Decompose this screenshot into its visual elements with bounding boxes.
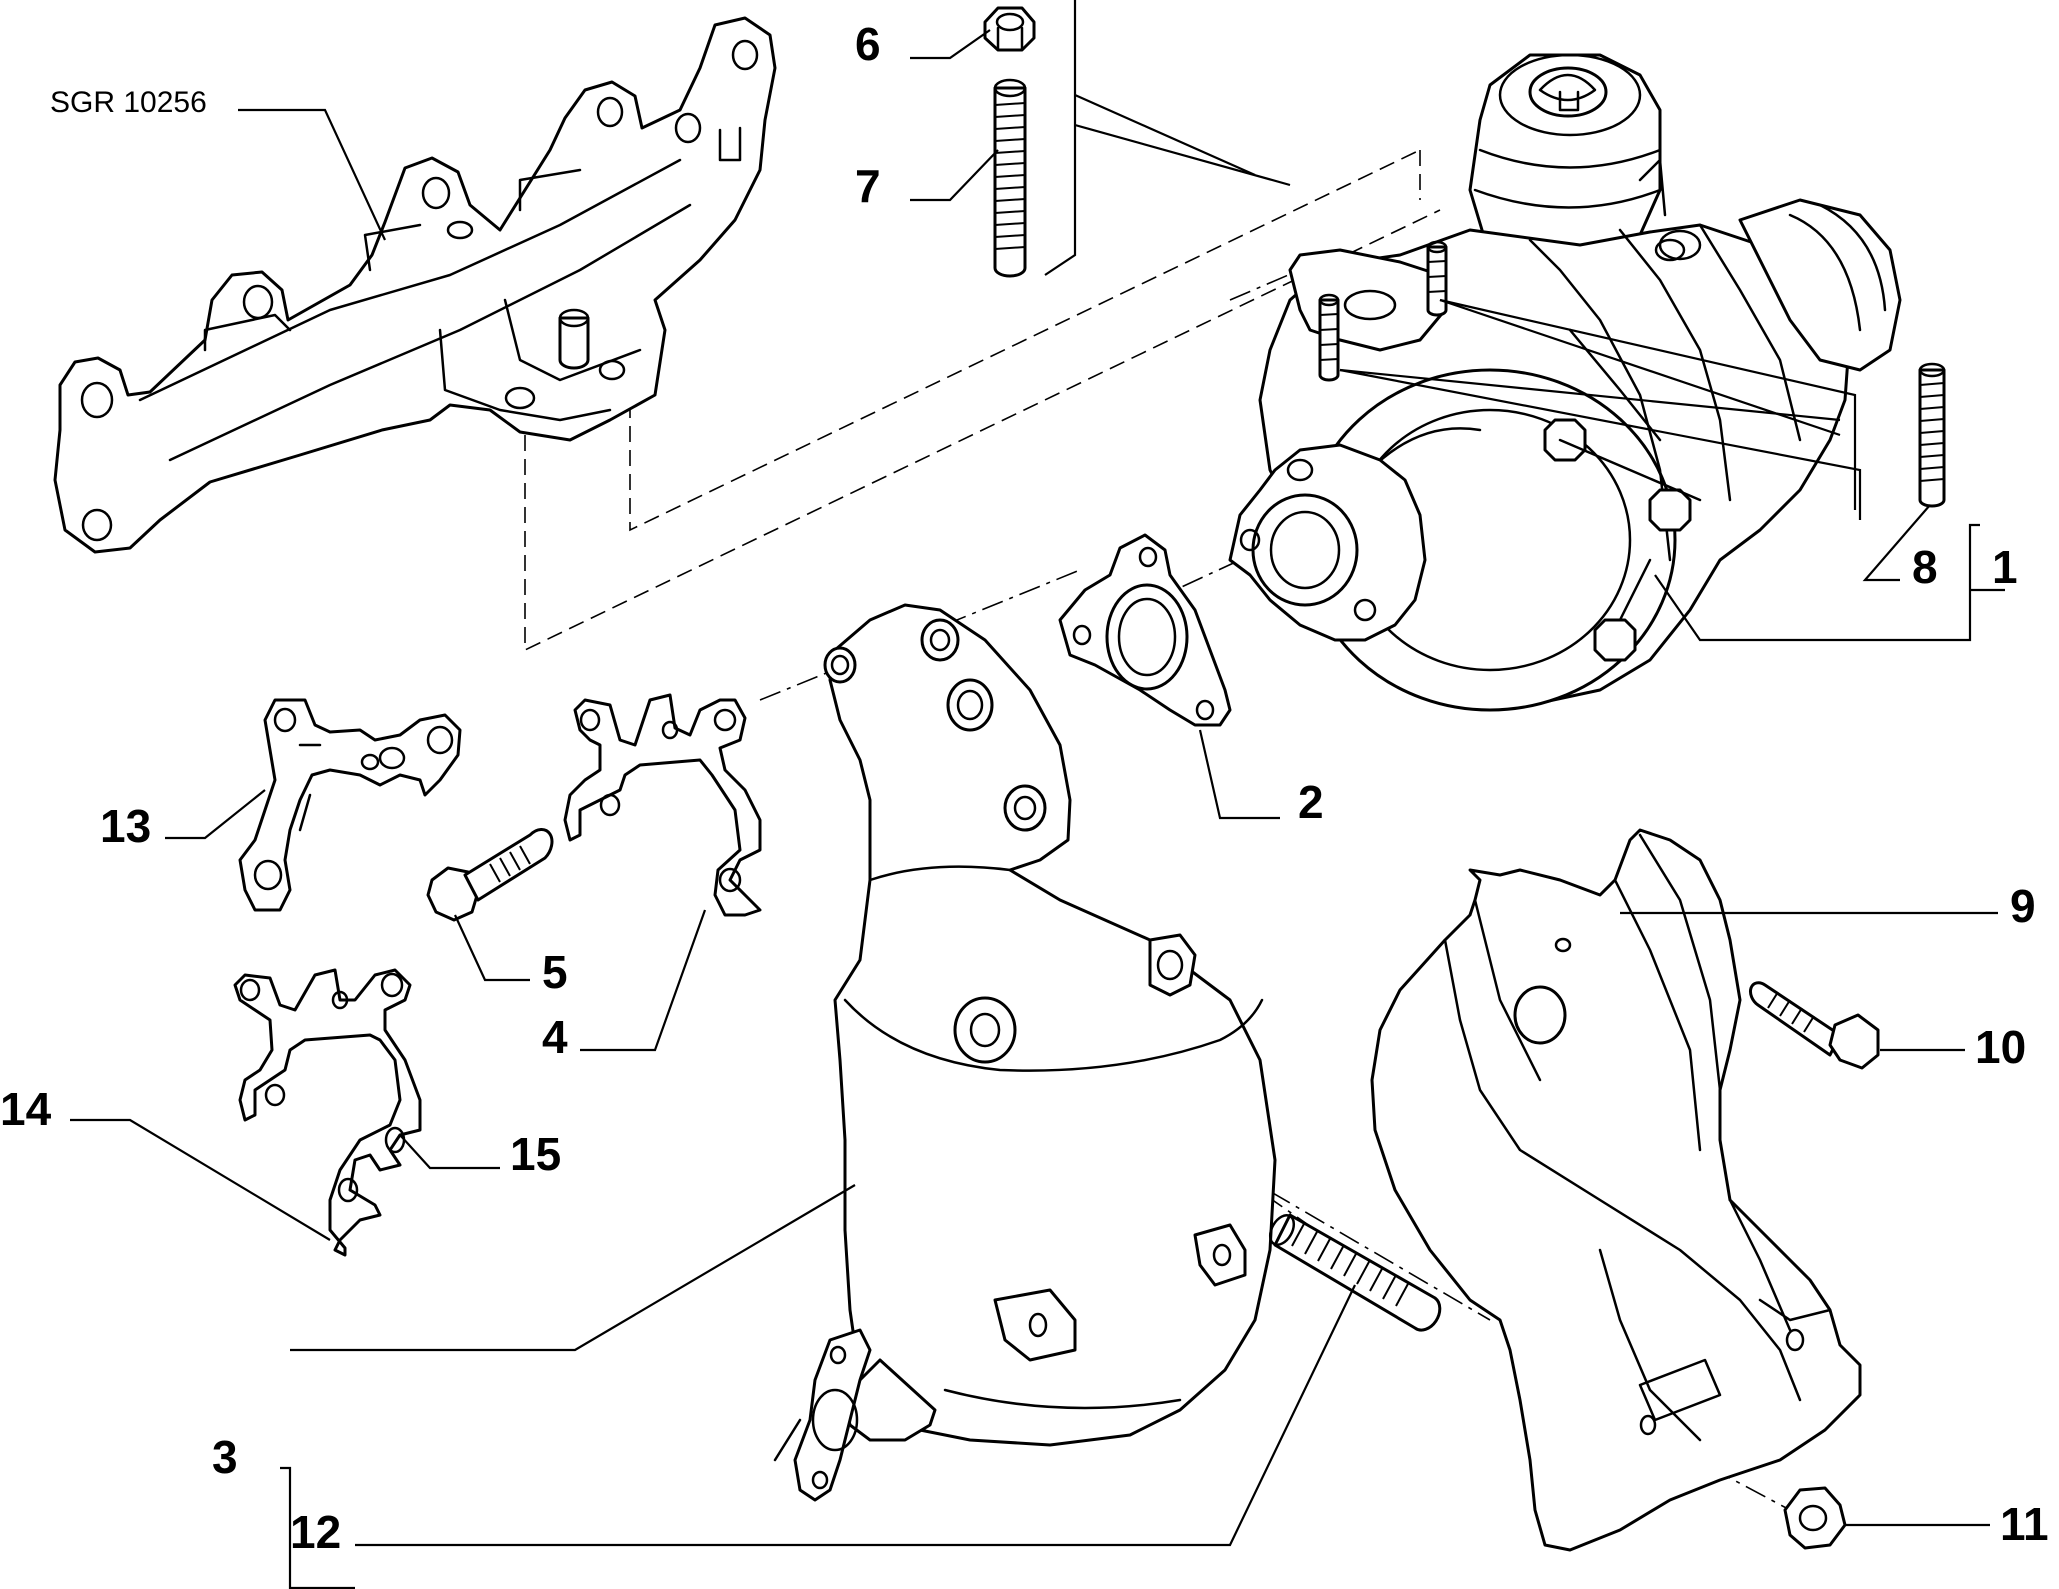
- nut-6: [983, 6, 1036, 52]
- callout-9: 9: [2010, 880, 2036, 932]
- callout-7: 7: [855, 160, 881, 212]
- bolt-5: [426, 827, 554, 922]
- callout-10: 10: [1975, 1021, 2026, 1073]
- callout-13: 13: [100, 800, 151, 852]
- callout-15: 15: [510, 1128, 561, 1180]
- reference-code: SGR 10256: [50, 86, 207, 119]
- bracket-13: [238, 698, 462, 912]
- callout-3: 3: [212, 1431, 238, 1483]
- exhaust-manifold: [53, 16, 777, 554]
- turbocharger: [1228, 53, 1902, 712]
- callout-4: 4: [542, 1011, 568, 1063]
- stud-12: [1268, 1213, 1442, 1332]
- clamp-bracket-15: [233, 968, 422, 1257]
- callout-2: 2: [1298, 776, 1324, 828]
- heat-shield: [1370, 828, 1862, 1552]
- bolt-10: [1749, 981, 1880, 1070]
- callout-8: 8: [1912, 541, 1938, 593]
- callout-12: 12: [290, 1506, 341, 1558]
- callout-14: 14: [0, 1083, 52, 1135]
- nut-11: [1783, 1486, 1847, 1550]
- stud-8: [1918, 362, 1946, 508]
- stud-7: [993, 78, 1027, 278]
- callout-1: 1: [1992, 541, 2018, 593]
- callout-11: 11: [2000, 1498, 2049, 1550]
- clamp-bracket-4: [563, 693, 762, 917]
- catalytic-converter: [773, 603, 1277, 1502]
- callout-6: 6: [855, 18, 881, 70]
- gasket-2: [1058, 533, 1232, 727]
- callout-5: 5: [542, 946, 568, 998]
- leader-lines: [70, 0, 2005, 1589]
- callout-labels: 1 2 3 4 5 6 7 8 9 10 11 12 13 14 15: [0, 18, 2049, 1558]
